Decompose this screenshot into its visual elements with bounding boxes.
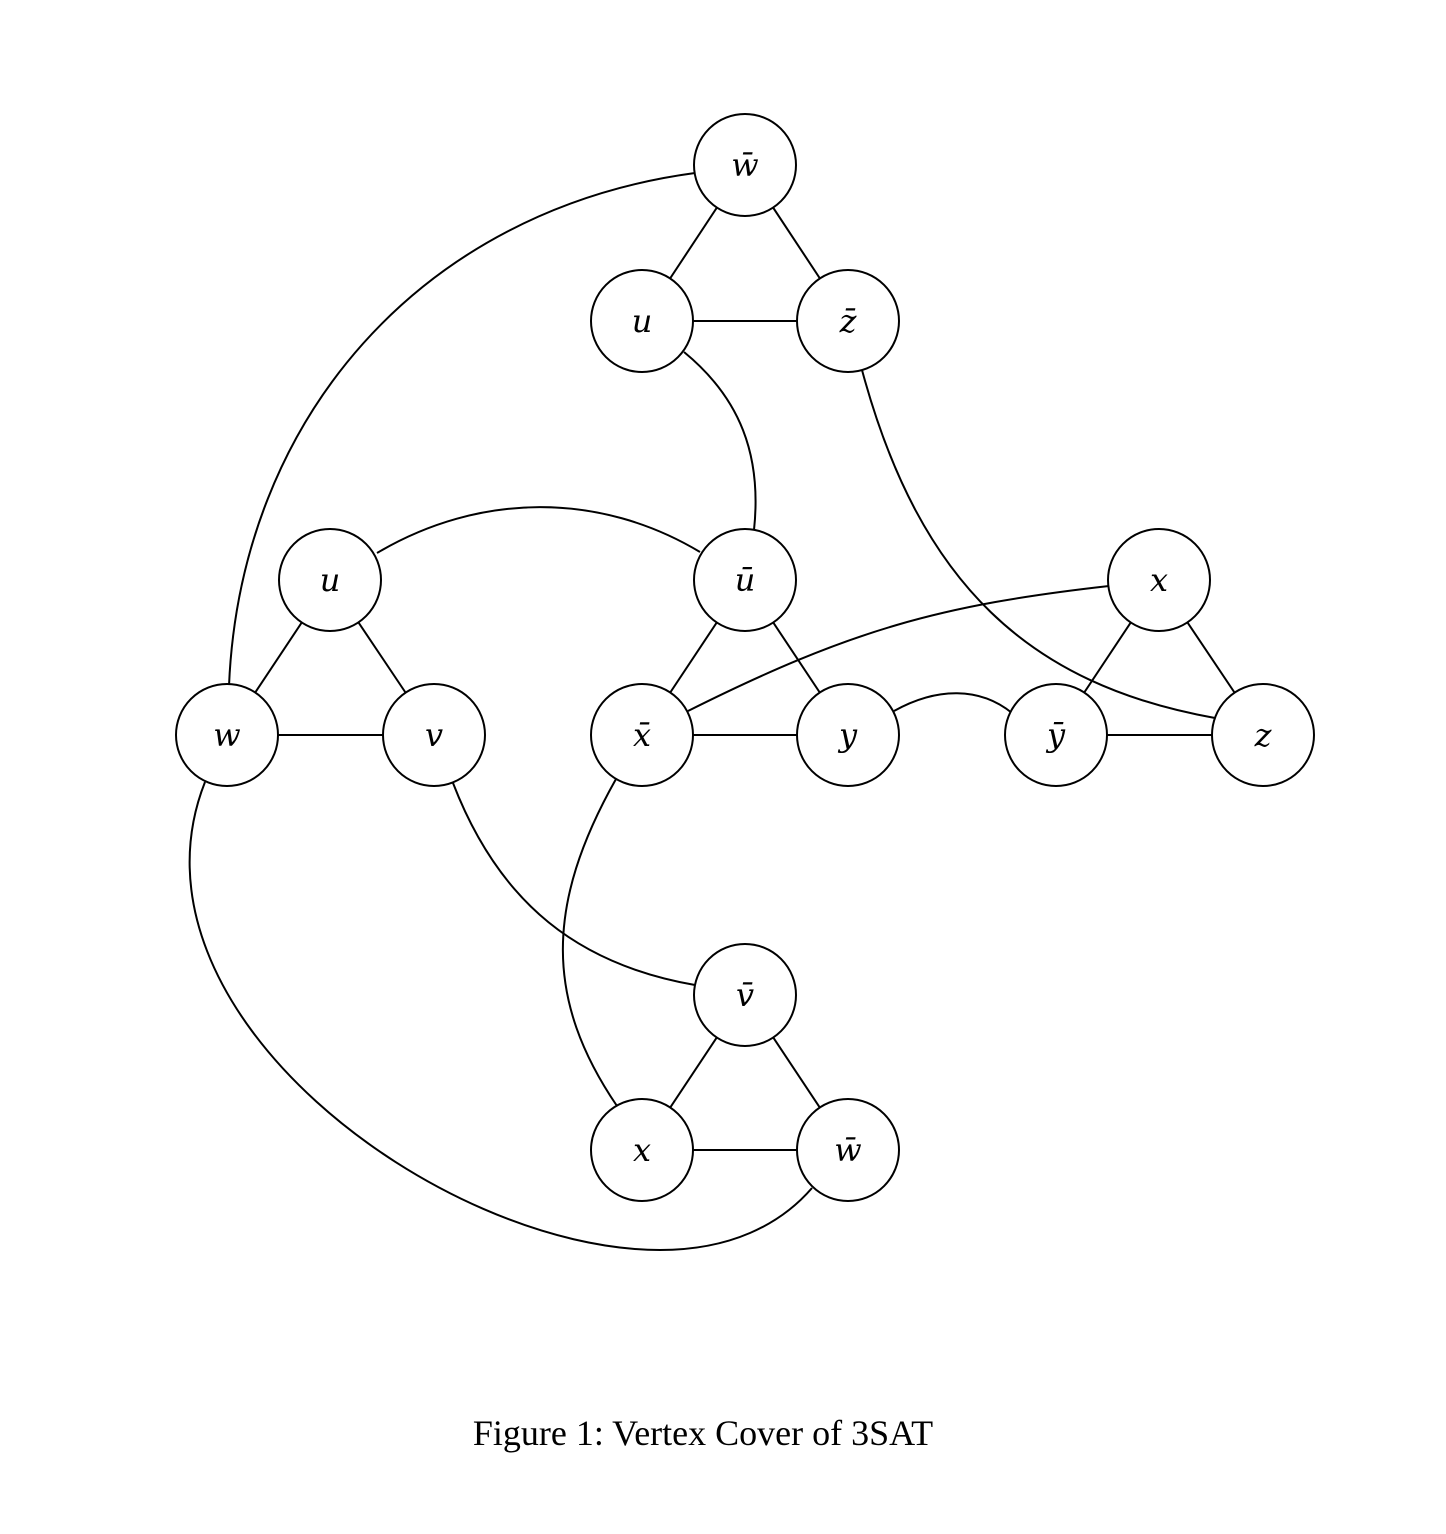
node-t5_wbar: w̄ [796,1098,900,1202]
node-label: ȳ [1045,716,1066,754]
node-circle [1211,683,1315,787]
node-circle [1107,528,1211,632]
node-label: w̄ [731,146,758,184]
edge-t1_zbar-t4_z [861,369,1216,719]
edge-t2_u-t3_ubar [376,506,701,554]
node-circle [590,1098,694,1202]
node-label: y [837,716,858,754]
node-t3_y: y [796,683,900,787]
node-label: v̄ [736,976,754,1014]
node-label: w [213,716,240,754]
edge-t3_y-t4_ybar [893,692,1013,714]
node-t4_z: z [1211,683,1315,787]
node-t2_v: v [382,683,486,787]
edge-t2_v-t5_vbar [452,782,696,986]
node-label: z̄ [839,302,858,340]
edge-t3_xbar-t5_x [561,778,618,1107]
node-circle [796,683,900,787]
node-label: x̄ [633,716,651,754]
node-circle [590,269,694,373]
edge-t3_xbar-t4_x [687,585,1110,712]
edge-t1_u-t3_ubar [683,351,757,531]
figure-caption: Figure 1: Vertex Cover of 3SAT [472,1413,934,1453]
node-t1_wbar: w̄ [693,113,797,217]
vertex-cover-graph: w̄ u z̄ u w v ū x̄ y x ȳ z v̄ x w̄ [175,113,1315,1252]
node-circle [278,528,382,632]
node-t4_x: x [1107,528,1211,632]
node-circle [693,943,797,1047]
node-t2_u: u [278,528,382,632]
node-label: x [633,1131,651,1169]
node-circle [693,528,797,632]
node-label: w̄ [834,1131,861,1169]
edge-t1_wbar-t2_w [228,172,696,687]
node-label: x [1150,561,1168,599]
node-t3_xbar: x̄ [590,683,694,787]
node-t1_zbar: z̄ [796,269,900,373]
node-circle [175,683,279,787]
node-label: u [320,561,341,599]
node-t1_u: u [590,269,694,373]
node-t3_ubar: ū [693,528,797,632]
node-circle [1004,683,1108,787]
node-circle [590,683,694,787]
node-t5_vbar: v̄ [693,943,797,1047]
node-circle [693,113,797,217]
node-circle [796,1098,900,1202]
node-label: u [632,302,653,340]
node-label: z [1254,716,1273,754]
node-t2_w: w [175,683,279,787]
edge-t2_w-t5_wbar [188,781,813,1252]
edges-layer [188,164,1264,1252]
node-label: ū [735,561,756,599]
node-circle [382,683,486,787]
node-t4_ybar: ȳ [1004,683,1108,787]
nodes-layer: w̄ u z̄ u w v ū x̄ y x ȳ z v̄ x w̄ [175,113,1315,1202]
node-label: v [425,716,443,754]
node-t5_x: x [590,1098,694,1202]
node-circle [796,269,900,373]
